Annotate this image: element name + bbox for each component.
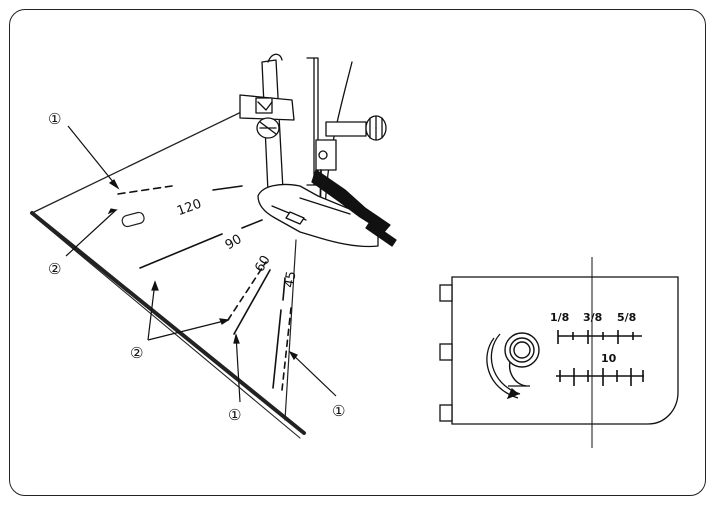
seam-guide-label-5-8: 5/8 xyxy=(617,311,636,324)
callout-leaders xyxy=(66,126,336,402)
angle-label-45: 45 xyxy=(282,270,300,289)
angle-label-90: 90 xyxy=(223,232,245,253)
callout-one-mid: ① xyxy=(228,406,241,424)
fabric-slot xyxy=(121,211,145,227)
presser-foot-icon xyxy=(240,54,396,246)
seam-guide-label-1-8: 1/8 xyxy=(550,311,569,324)
callout-one-right: ① xyxy=(332,402,345,420)
angle-label-60: 60 xyxy=(252,253,273,275)
seam-guide-label-10: 10 xyxy=(601,352,617,365)
seam-guide-label-3-8: 3/8 xyxy=(583,311,602,324)
angle-label-120: 120 xyxy=(175,197,203,220)
needle-plate-inset xyxy=(440,257,678,448)
callout-one-top: ① xyxy=(48,110,61,128)
callout-two-mid: ② xyxy=(130,344,143,362)
callout-two-left: ② xyxy=(48,260,61,278)
